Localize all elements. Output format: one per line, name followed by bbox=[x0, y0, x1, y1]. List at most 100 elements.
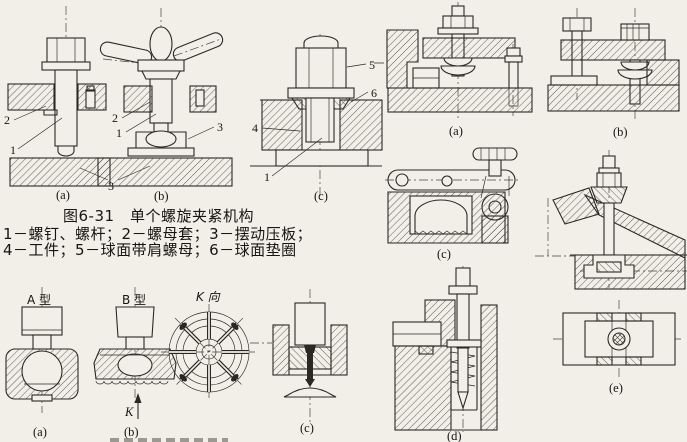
washer bbox=[437, 27, 479, 35]
ball-seat bbox=[117, 353, 153, 377]
screw-point bbox=[457, 391, 469, 410]
body-mass bbox=[394, 345, 452, 431]
handle-hub bbox=[137, 59, 185, 72]
knurled-knob bbox=[472, 147, 518, 161]
hatch-top-right bbox=[625, 312, 642, 322]
app-c-hinged-lever-clamp: (c) bbox=[385, 147, 519, 261]
swing-pad-ball bbox=[145, 130, 177, 148]
sublabel-c: (c) bbox=[300, 421, 314, 435]
application-drawings: (a) (b) bbox=[385, 2, 687, 442]
sublabel-a: (a) bbox=[449, 124, 463, 138]
sublabel-c: (c) bbox=[437, 247, 451, 261]
k-arrow-label: K bbox=[124, 405, 134, 419]
screw-tip-head bbox=[304, 345, 316, 353]
bolt-shank bbox=[603, 202, 615, 256]
clamp-bar bbox=[422, 37, 516, 59]
nut-cap bbox=[303, 35, 339, 49]
pivot-hole-mid bbox=[441, 175, 453, 187]
k-view-title: K 向 bbox=[196, 290, 221, 304]
base-plate bbox=[547, 84, 680, 112]
figure-legend-line1: 1－螺钉、螺杆；2－螺母套；3－摆动压板； bbox=[3, 225, 313, 243]
hex-bolt-head bbox=[562, 17, 592, 32]
callout-4: 4 bbox=[252, 121, 258, 135]
sleeve-flange bbox=[43, 109, 58, 116]
workpiece-right bbox=[339, 99, 383, 151]
nut-shoulder bbox=[287, 87, 355, 99]
swing-pad-base bbox=[127, 147, 195, 157]
variant-a-swivel-pad: (a) bbox=[5, 287, 79, 439]
callout-1: 1 bbox=[116, 126, 122, 140]
fig631-c-spherical-nut: 5 6 4 1 (c) bbox=[250, 34, 384, 203]
screw-body bbox=[294, 302, 326, 346]
screw-neck bbox=[32, 334, 52, 350]
callout-3: 3 bbox=[217, 120, 223, 134]
fig631-drawings: 2 1 (a) 3 2 bbox=[4, 6, 384, 203]
callout-1: 1 bbox=[10, 143, 16, 157]
fixture-plate-left bbox=[7, 83, 55, 111]
sublabel-d: (d) bbox=[447, 429, 462, 442]
ball-seat bbox=[21, 350, 63, 392]
step-block bbox=[646, 59, 680, 86]
set-screw-head bbox=[86, 85, 95, 92]
housing-right bbox=[480, 304, 498, 431]
support-bolt-flange bbox=[504, 55, 523, 63]
stud-top bbox=[451, 5, 465, 17]
riser-block bbox=[386, 29, 419, 89]
set-screw bbox=[195, 89, 205, 107]
cut-off-caption-sliver bbox=[110, 438, 228, 442]
spring-pocket bbox=[450, 346, 478, 411]
app-angled-clamp: . bbox=[535, 150, 687, 290]
screw-shank bbox=[149, 78, 173, 124]
spherical-washers bbox=[440, 57, 476, 76]
swivel-foot bbox=[283, 387, 337, 398]
sublabel-a: (a) bbox=[33, 425, 47, 439]
angled-arm bbox=[583, 193, 686, 259]
hex-nut bbox=[596, 172, 622, 188]
spring-seat bbox=[446, 339, 482, 348]
app-e-section-view: (e) bbox=[553, 300, 683, 395]
knob-shank bbox=[455, 267, 471, 287]
housing-right-wall bbox=[330, 324, 348, 376]
app-d-spring-screw: (d) bbox=[392, 266, 498, 442]
variant-c-housed-tip: (c) bbox=[250, 289, 348, 435]
knurled-cap-nut bbox=[620, 23, 650, 41]
pivot-hole-left bbox=[395, 173, 409, 187]
hatch-bottom-right bbox=[625, 356, 642, 366]
bolt-collar bbox=[41, 61, 91, 71]
callout-2: 2 bbox=[112, 111, 118, 125]
hex-nut bbox=[442, 15, 474, 29]
stud-top bbox=[602, 155, 616, 169]
knob-shaft bbox=[488, 159, 502, 177]
workpiece-hatch bbox=[9, 157, 111, 187]
t-nut bbox=[596, 261, 622, 273]
k-view-knurled-face bbox=[161, 304, 257, 400]
screw-body bbox=[115, 306, 155, 338]
callout-6: 6 bbox=[371, 86, 377, 100]
support-bolt-shank bbox=[508, 61, 519, 89]
housing-left-wall bbox=[272, 324, 290, 376]
serrated-base bbox=[95, 380, 169, 385]
sublabel-b: (b) bbox=[613, 125, 628, 139]
app-a-strap-clamp: (a) bbox=[386, 2, 533, 138]
screw-neck bbox=[125, 336, 145, 350]
sublabel-a: (a) bbox=[56, 188, 70, 202]
body-right-column bbox=[481, 215, 509, 244]
sublabel-e: (e) bbox=[609, 381, 623, 395]
serration bbox=[414, 230, 468, 235]
fixture-plate-left bbox=[123, 85, 153, 113]
clamp-bar bbox=[560, 39, 666, 61]
hex-bolt-head bbox=[46, 37, 86, 63]
sublabel-c: (c) bbox=[314, 189, 328, 203]
callout-5: 5 bbox=[369, 58, 375, 72]
fig631-b-star-handle-clamp: 2 1 3 (b) bbox=[97, 8, 233, 203]
spokes-inner bbox=[169, 312, 249, 392]
shoulder-nut bbox=[295, 47, 347, 89]
collar bbox=[448, 285, 478, 295]
handle-arm-left bbox=[99, 41, 153, 65]
screw-shank bbox=[54, 69, 78, 147]
workpiece-dome bbox=[414, 199, 468, 235]
support-bolt-head bbox=[506, 47, 521, 57]
variant-b-serrated-pad: K (b) bbox=[93, 287, 177, 439]
type-a-label: A 型 bbox=[27, 293, 51, 307]
callout-1: 1 bbox=[264, 170, 270, 184]
